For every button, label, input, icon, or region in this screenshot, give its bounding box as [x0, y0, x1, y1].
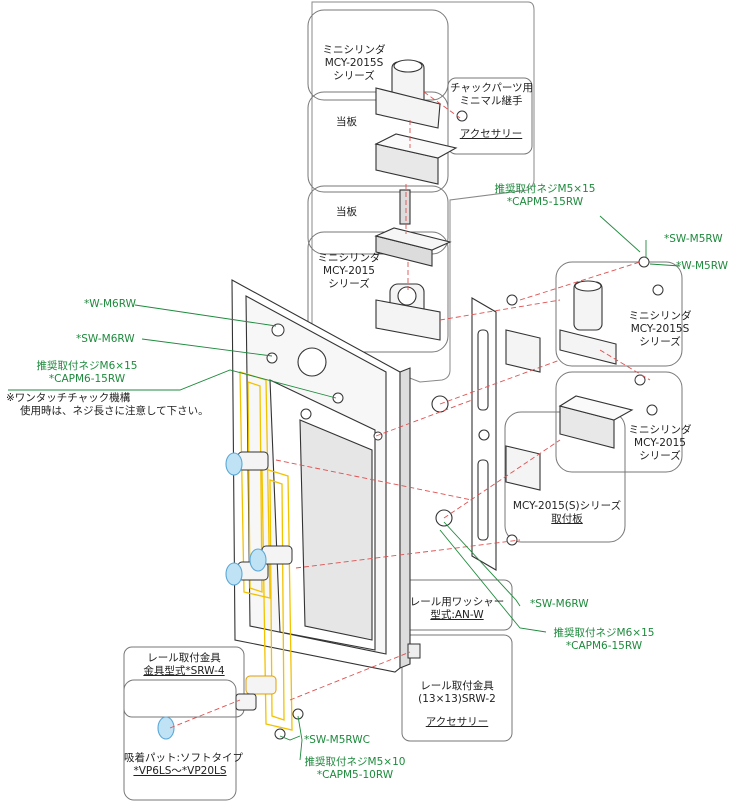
- right-cyl-s-bubble: [555, 261, 683, 367]
- mount-block-2: [505, 445, 541, 491]
- mount-plate-line-1: MCY-2015(S)シリーズ: [512, 500, 622, 512]
- rail-bracket-r-line-1: レール取付金具: [420, 680, 494, 692]
- note-line-2: 使用時は、ネジ長さに注意して下さい。: [20, 405, 209, 417]
- suction-pad-3: [249, 548, 267, 572]
- mid-cylinder-label: ミニシリンダ MCY-2015 シリーズ: [310, 252, 388, 291]
- rec-m6-left-line-1: 推奨取付ネジM6×15: [36, 360, 138, 372]
- pad-line-1: 吸着パット:ソフトタイプ: [124, 752, 244, 764]
- washer-label: レール用ワッシャー 型式:AN-W: [404, 596, 510, 622]
- mount-block-1: [505, 329, 541, 373]
- right-cyl-label: ミニシリンダ MCY-2015 シリーズ: [622, 424, 698, 463]
- right-cyl-line-3: シリーズ: [639, 450, 681, 462]
- rail-bracket-left-box: [123, 646, 245, 718]
- rail-bracket-line-1: レール取付金具: [147, 652, 221, 664]
- suction-pad-1: [225, 452, 243, 476]
- sw-m5-label: *SW-M5RW: [664, 233, 723, 245]
- pad-mount: [235, 693, 257, 711]
- right-cyl-s-line-2: MCY-2015S: [630, 323, 690, 335]
- rec-m5-10-line-1: 推奨取付ネジM5×10: [304, 756, 406, 768]
- rec-m5-10-line-2: *CAPM5-10RW: [316, 769, 394, 781]
- w-m5-label: *W-M5RW: [676, 260, 728, 272]
- rec-m6-left-label: 推奨取付ネジM6×15 *CAPM6-15RW: [22, 360, 152, 386]
- rail-bracket-line-2: 金具型式*SRW-4: [143, 665, 225, 677]
- sw-m5rwc-label: *SW-M5RWC: [304, 734, 370, 746]
- rail-bracket-r-line-2: (13×13)SRW-2: [418, 693, 496, 705]
- mid-cyl-line-3: シリーズ: [328, 278, 370, 290]
- washer-line-1: レール用ワッシャー: [409, 596, 505, 608]
- right-cyl-bubble: [555, 371, 683, 473]
- washer-line-2: 型式:AN-W: [430, 609, 484, 621]
- suction-pad-2: [225, 562, 243, 586]
- chuck-accessory-label: アクセサリー: [459, 128, 523, 140]
- yellow-rail-2: [261, 467, 293, 731]
- sw-m6-right-label: *SW-M6RW: [530, 598, 589, 610]
- sw-m6-left-label: *SW-M6RW: [76, 333, 135, 345]
- right-cyl-s-line-3: シリーズ: [639, 336, 681, 348]
- mid-plate-bubble: [307, 185, 449, 255]
- rail-bracket-right-label: レール取付金具 (13×13)SRW-2: [404, 680, 510, 706]
- pad-line-2: *VP6LS〜*VP20LS: [133, 765, 227, 777]
- rec-m5-15-line-1: 推奨取付ネジM5×15: [494, 183, 596, 195]
- rec-m5-15-label: 推奨取付ネジM5×15 *CAPM5-15RW: [480, 183, 610, 209]
- rec-m6-right-line-2: *CAPM6-15RW: [565, 640, 643, 652]
- chuck-accessory-box: [447, 77, 533, 155]
- chuck-fitting-label: チャックパーツ用 ミニマル継手: [450, 82, 534, 108]
- w-m6-label: *W-M6RW: [84, 298, 136, 310]
- mid-cyl-line-2: MCY-2015: [323, 265, 375, 277]
- top-cyl-line-1: ミニシリンダ: [322, 44, 386, 56]
- top-column-frame: [311, 1, 535, 383]
- mid-cyl-line-1: ミニシリンダ: [317, 252, 381, 264]
- rec-m6-right-label: 推奨取付ネジM6×15 *CAPM6-15RW: [536, 627, 672, 653]
- mount-plate-label: MCY-2015(S)シリーズ 取付板: [504, 500, 630, 526]
- top-plate-label: 当板: [336, 116, 357, 128]
- right-cyl-s-label: ミニシリンダ MCY-2015S シリーズ: [622, 310, 698, 349]
- chuck-line-1: チャックパーツ用: [450, 82, 534, 94]
- right-cyl-line-1: ミニシリンダ: [628, 424, 692, 436]
- rail-bracket-left-label: レール取付金具 金具型式*SRW-4: [126, 652, 242, 678]
- top-cyl-line-2: MCY-2015S: [324, 57, 384, 69]
- pad-box: [123, 679, 237, 801]
- top-cylinder-label: ミニシリンダ MCY-2015S シリーズ: [314, 44, 394, 83]
- chuck-4: [245, 675, 277, 695]
- mid-plate-label: 当板: [336, 206, 357, 218]
- rec-m6-right-line-1: 推奨取付ネジM6×15: [553, 627, 655, 639]
- rail-bracket-right-box: [401, 634, 513, 742]
- rail-bracket-right-accessory: アクセサリー: [425, 716, 489, 728]
- one-touch-note: ※ワンタッチチャック機構 使用時は、ネジ長さに注意して下さい。: [6, 392, 209, 418]
- mount-plate-line-2: 取付板: [551, 513, 583, 525]
- rec-m6-left-line-2: *CAPM6-15RW: [48, 373, 126, 385]
- chuck-1: [237, 451, 269, 471]
- top-cyl-line-3: シリーズ: [333, 70, 375, 82]
- right-cyl-s-line-1: ミニシリンダ: [628, 310, 692, 322]
- suction-pad-4: [157, 716, 175, 740]
- note-line-1: ※ワンタッチチャック機構: [6, 392, 131, 404]
- mid-cylinder-bubble: [307, 231, 449, 353]
- right-cyl-line-2: MCY-2015: [634, 437, 686, 449]
- rec-m5-10-label: 推奨取付ネジM5×10 *CAPM5-10RW: [292, 756, 418, 782]
- chuck-line-2: ミニマル継手: [459, 95, 523, 107]
- pad-label: 吸着パット:ソフトタイプ *VP6LS〜*VP20LS: [124, 752, 244, 778]
- rec-m5-15-line-2: *CAPM5-15RW: [506, 196, 584, 208]
